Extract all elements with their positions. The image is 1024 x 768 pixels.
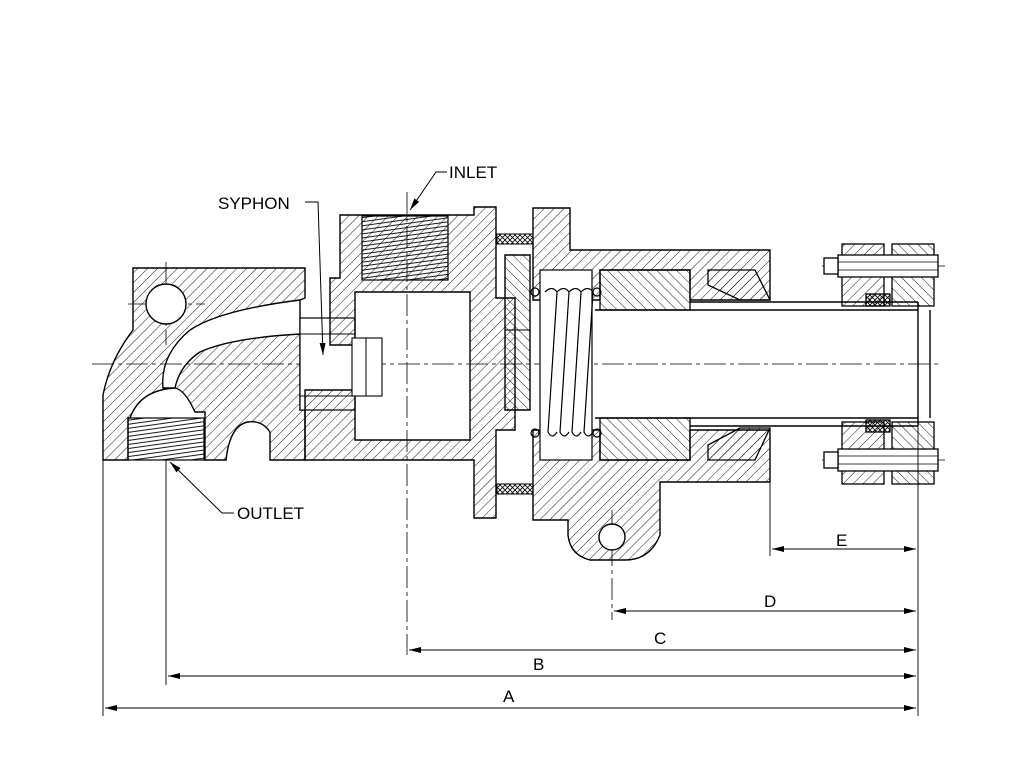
gasket-bottom xyxy=(496,483,534,495)
dimension-b-label: B xyxy=(533,655,544,674)
inlet-label: INLET xyxy=(449,163,497,182)
dimension-e-label: E xyxy=(836,531,847,550)
seal-rings xyxy=(599,269,772,461)
end-flange-bottom xyxy=(823,419,939,485)
dimension-a-label: A xyxy=(503,687,515,706)
gasket-top xyxy=(496,233,534,245)
rotor-flange xyxy=(504,254,531,411)
elbow-body xyxy=(102,267,306,461)
outlet-label: OUTLET xyxy=(237,504,304,523)
inlet-housing xyxy=(304,206,516,519)
spring xyxy=(530,269,602,461)
callout-leaders xyxy=(169,171,447,514)
end-flange-top xyxy=(823,243,939,307)
dimension-d-label: D xyxy=(764,592,776,611)
dimension-lines xyxy=(105,546,916,711)
extension-lines xyxy=(102,426,919,716)
dimension-c-label: C xyxy=(654,629,666,648)
syphon-label: SYPHON xyxy=(218,194,290,213)
outlet-thread xyxy=(127,417,205,461)
